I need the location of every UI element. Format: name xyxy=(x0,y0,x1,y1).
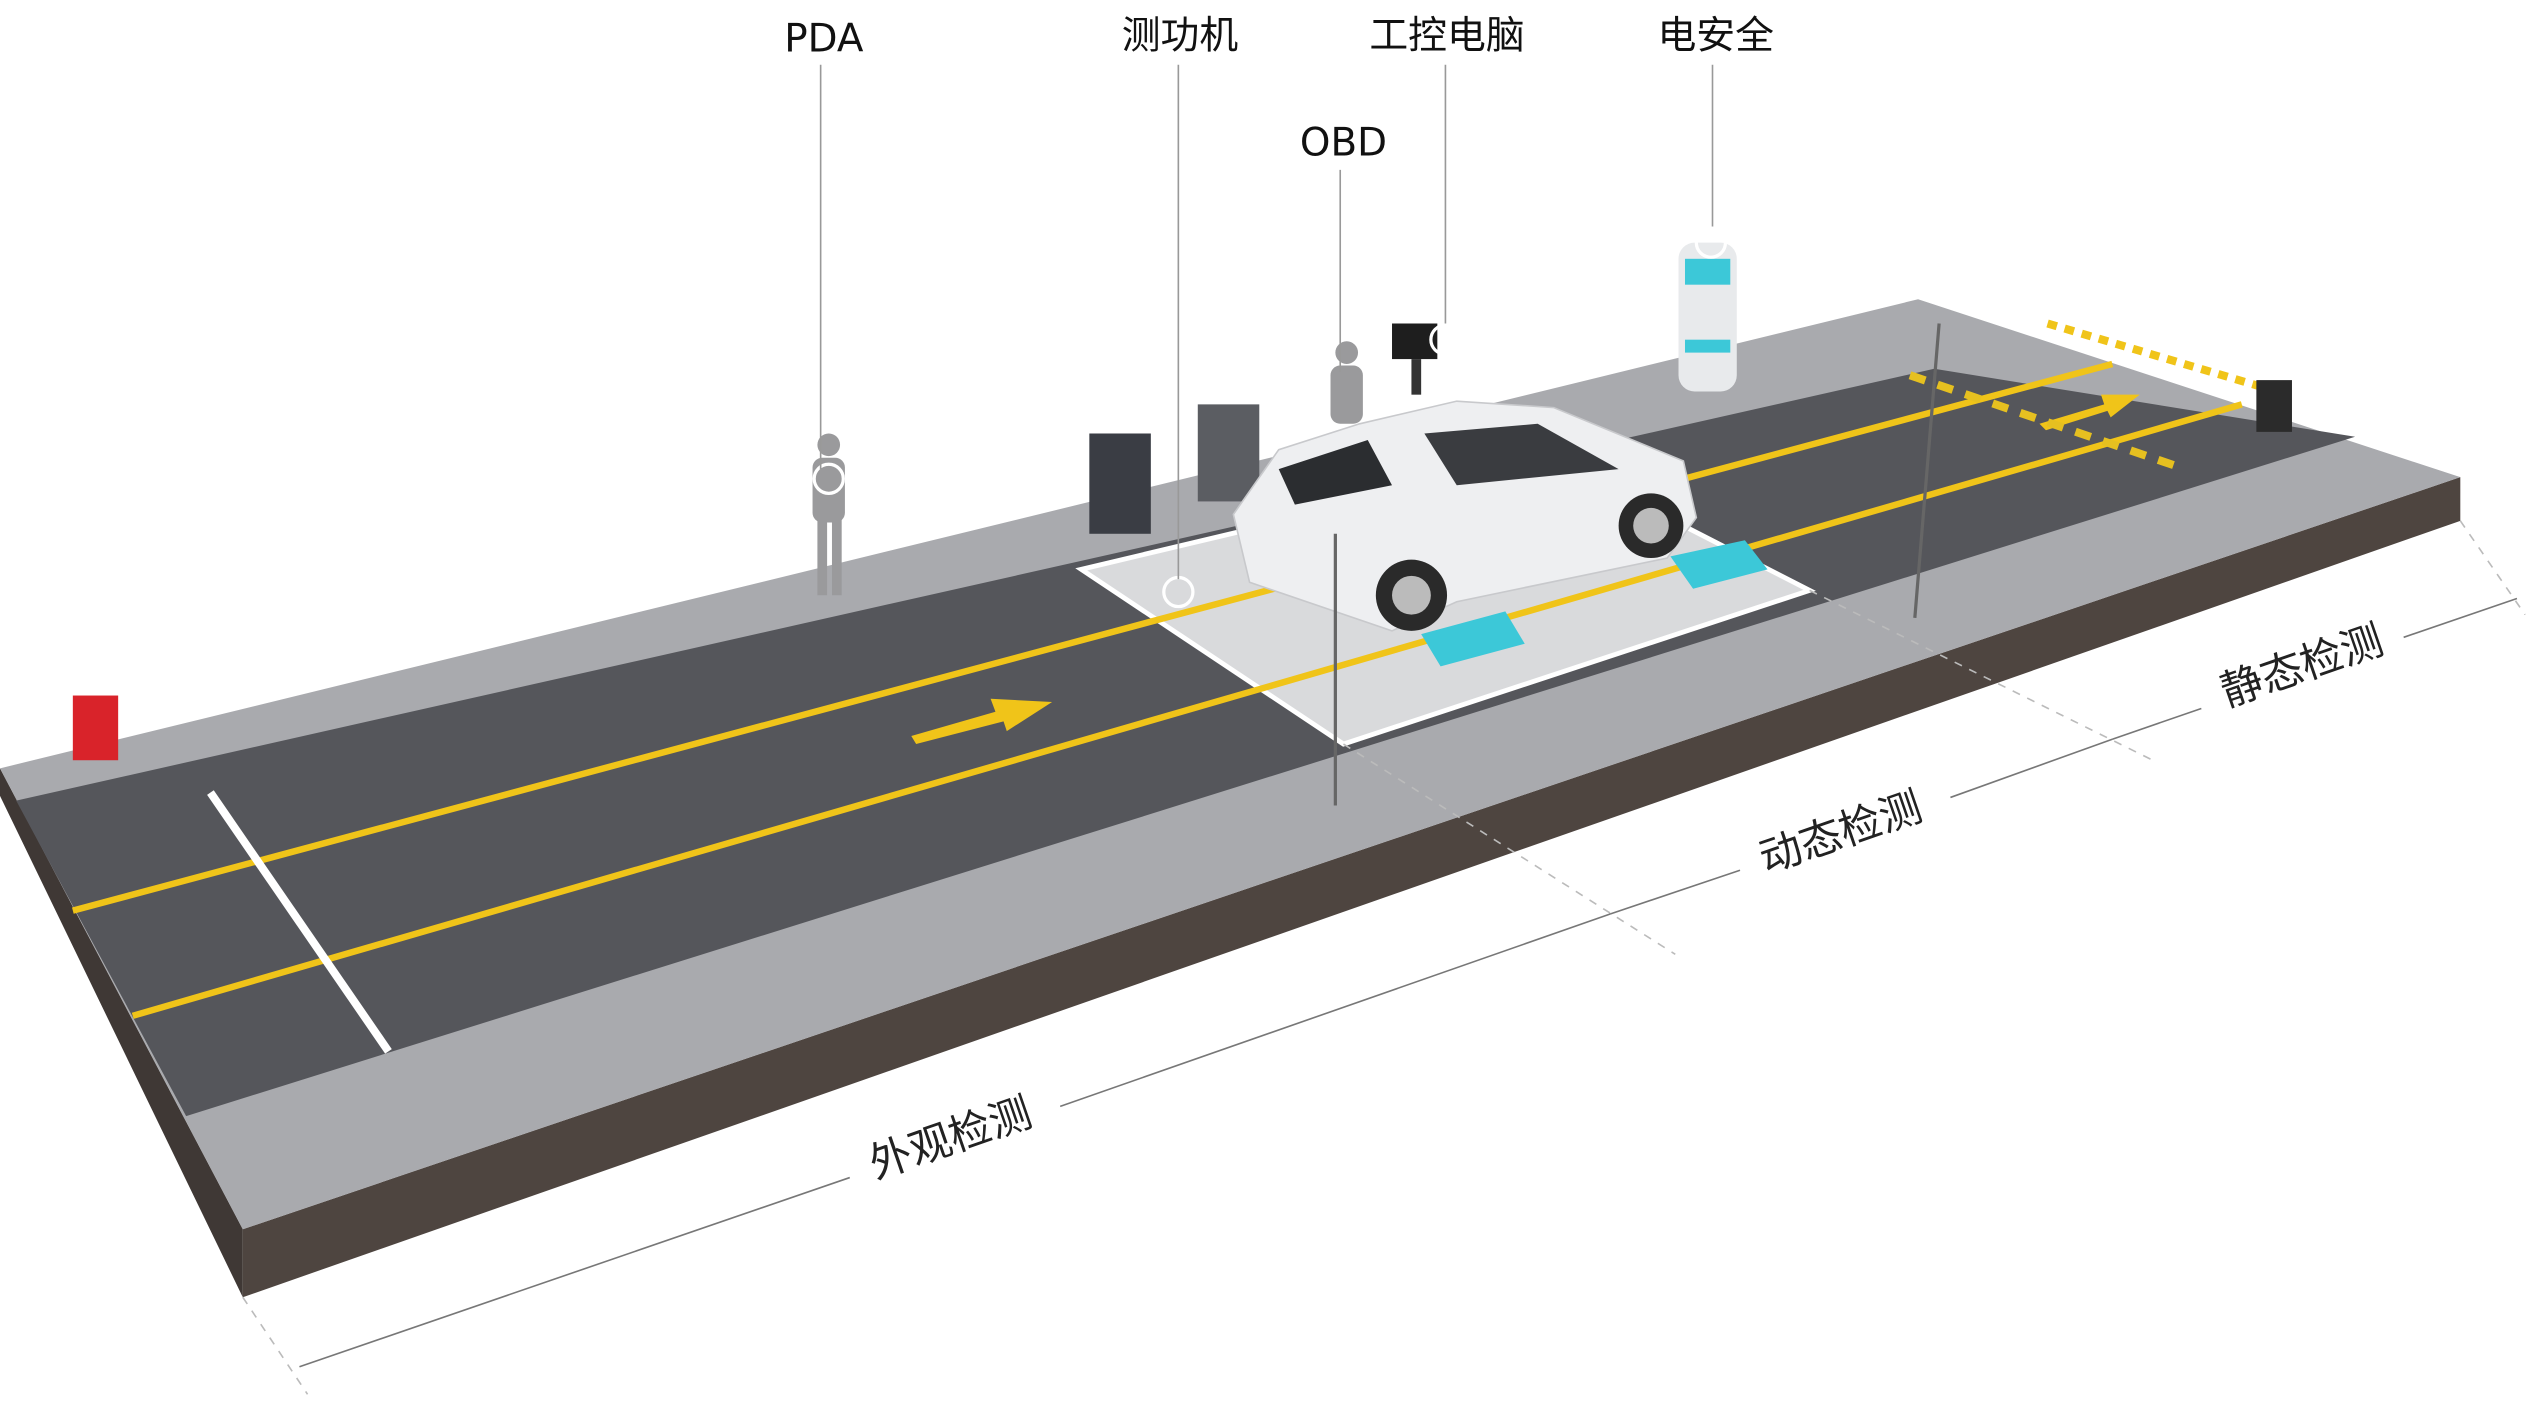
control-cabinet xyxy=(1089,433,1151,534)
fire-extinguisher-box xyxy=(72,695,119,761)
electrical-safety-station xyxy=(1678,226,1737,392)
asphalt-road xyxy=(16,368,2356,1117)
stop-line xyxy=(207,790,392,1054)
speed-bump xyxy=(1908,371,2187,473)
dynamometer-console xyxy=(1197,404,1260,502)
direction-arrow xyxy=(911,698,1053,745)
callout-electrical-safety: 电安全 xyxy=(1657,14,1774,59)
dyno-roller-rear xyxy=(1670,540,1768,589)
zone-appearance-inspection: 外观检测 xyxy=(863,1087,1038,1188)
dyno-roller-front xyxy=(1421,611,1525,667)
callout-industrial-pc: 工控电脑 xyxy=(1369,14,1524,59)
callout-pda: PDA xyxy=(784,17,864,62)
pole xyxy=(1913,323,1941,619)
industrial-pc xyxy=(1392,323,1462,395)
zone-dynamic-inspection: 动态检测 xyxy=(1753,782,1928,883)
zone-dimension-lines xyxy=(242,520,2526,1395)
barrier-gate xyxy=(2046,319,2292,432)
callout-dynamometer: 测功机 xyxy=(1122,14,1239,59)
zone-static-inspection: 静态检测 xyxy=(2214,615,2389,716)
lane-lines xyxy=(71,360,2243,1019)
inspector-figure xyxy=(812,433,845,596)
direction-arrow-2 xyxy=(2039,394,2140,431)
obd-operator-figure xyxy=(1330,341,1363,424)
vehicle xyxy=(1232,400,1698,632)
callout-obd: OBD xyxy=(1300,120,1387,165)
